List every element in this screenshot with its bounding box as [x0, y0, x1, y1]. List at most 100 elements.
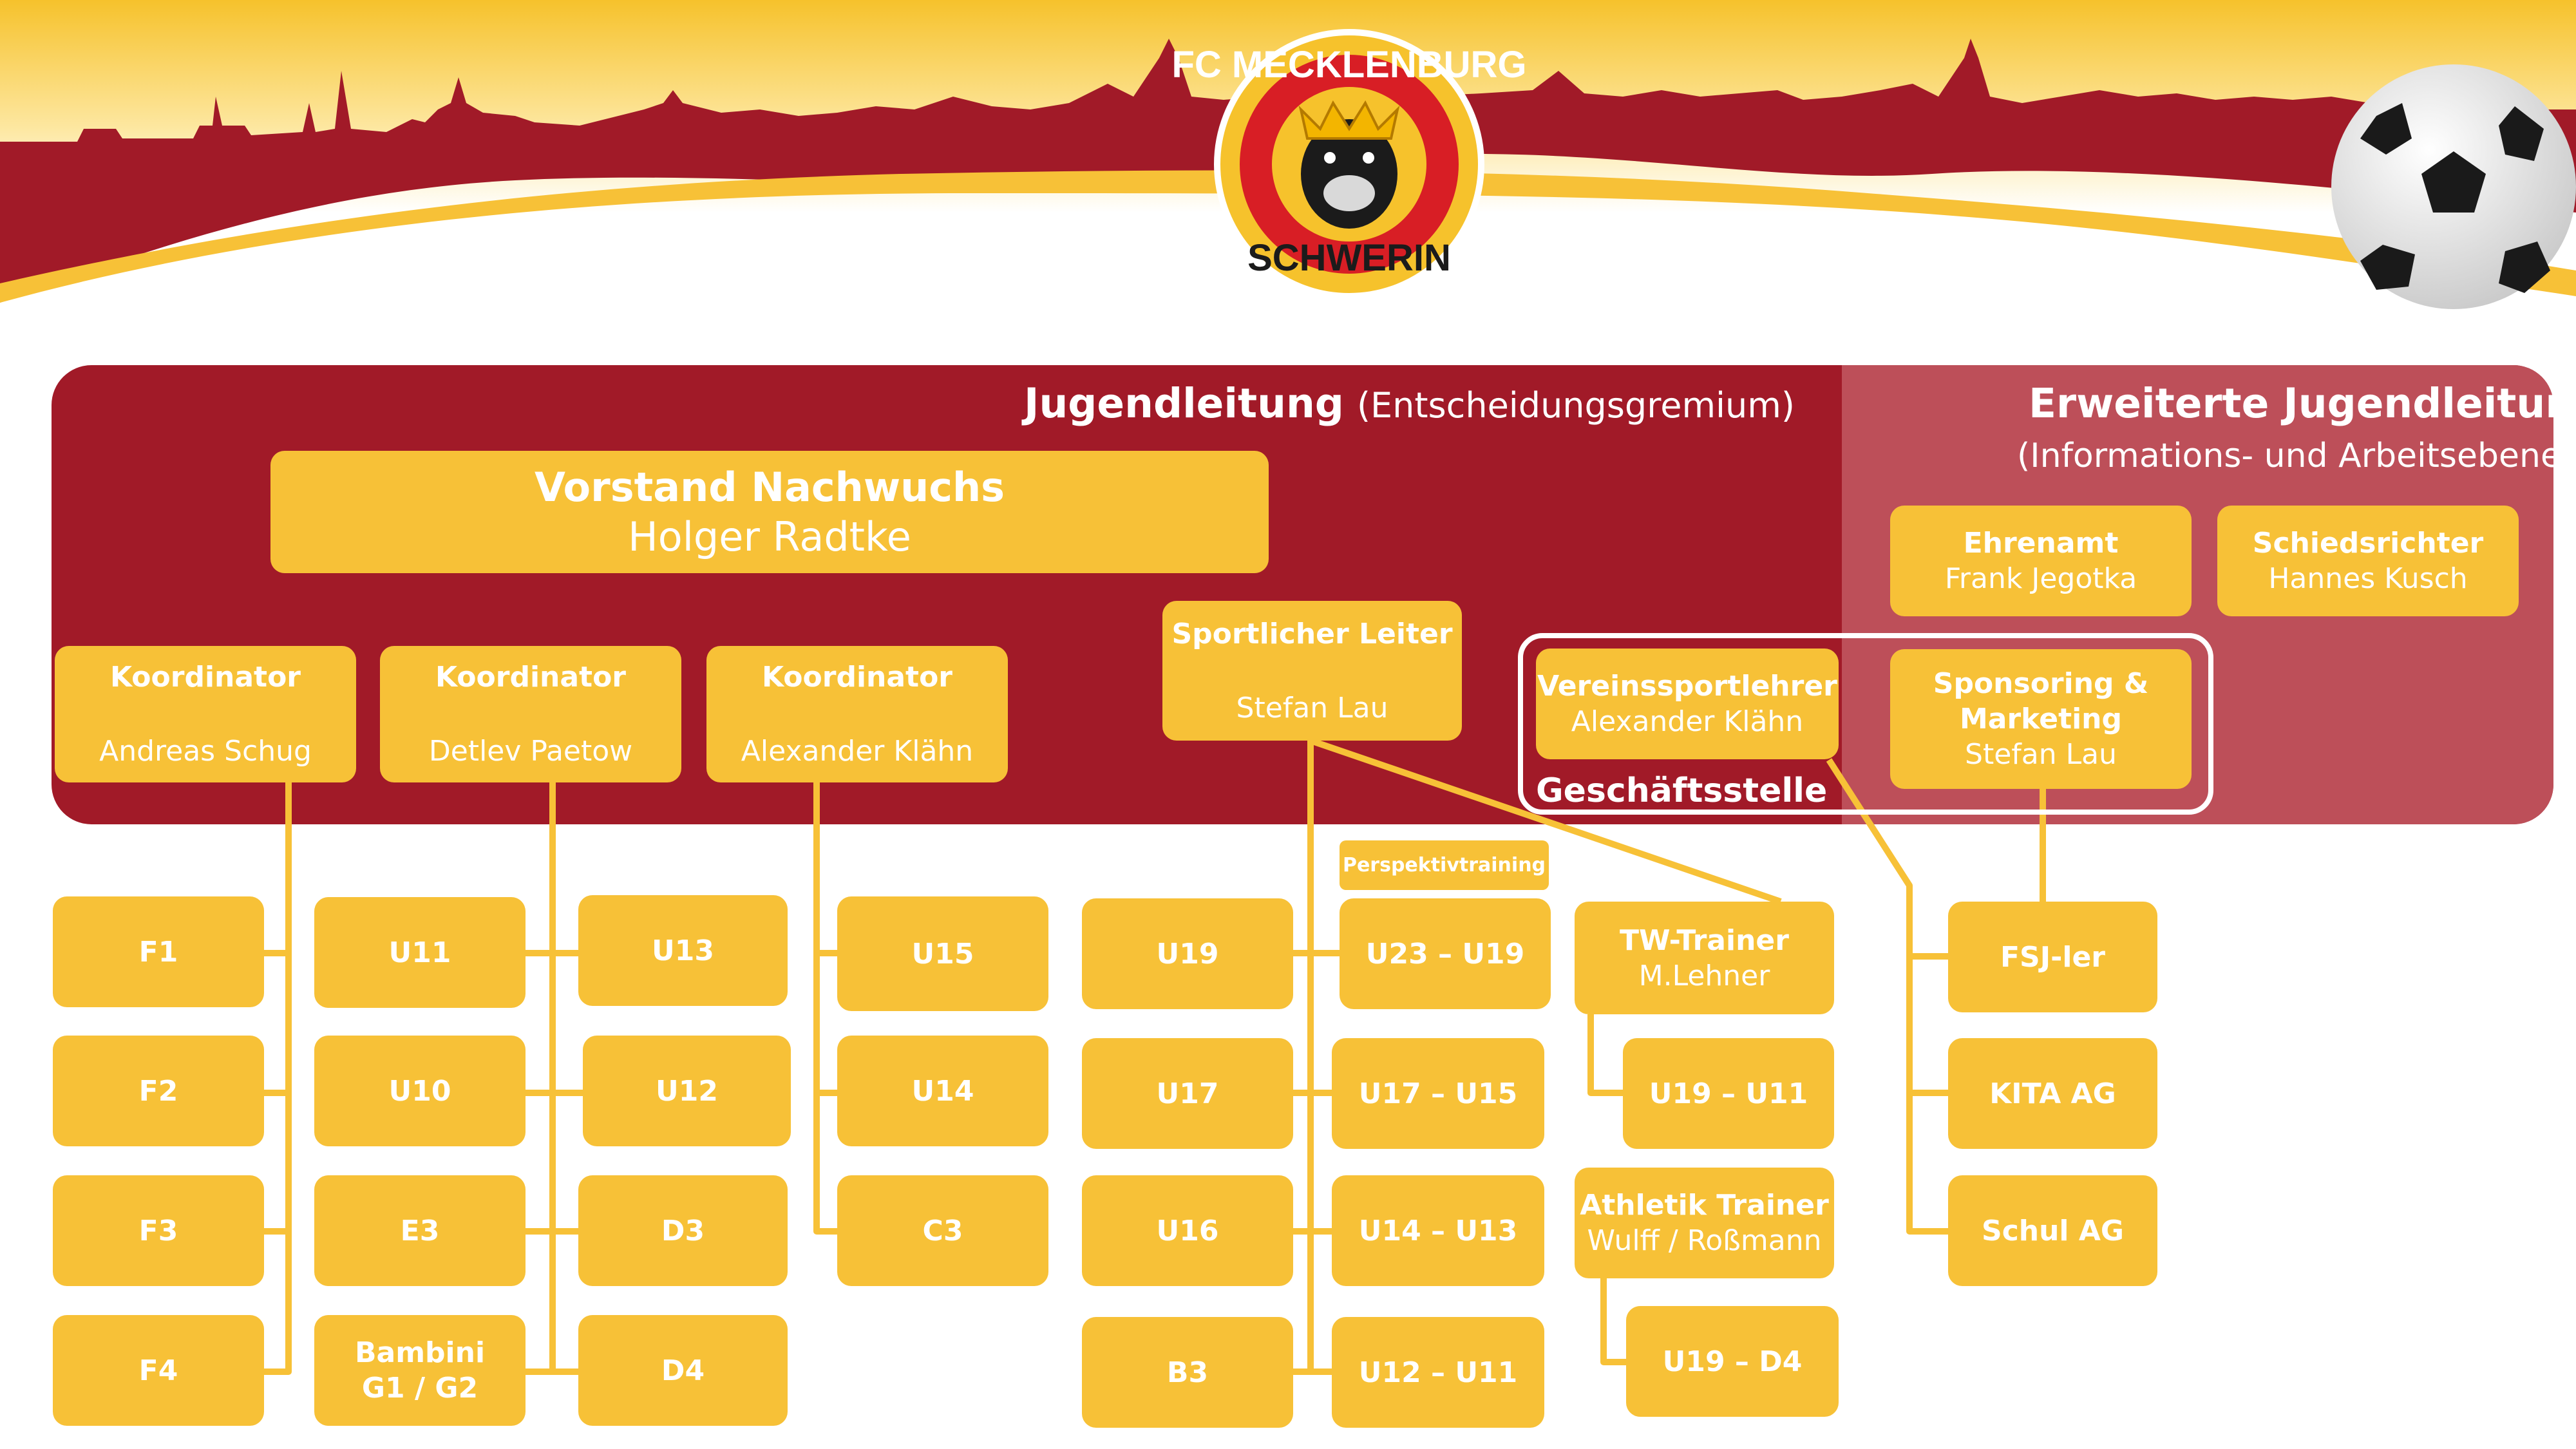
koordinator-name: Andreas Schug	[99, 735, 312, 768]
team-box: U19 – D4	[1626, 1306, 1839, 1417]
sponsoring-name: Stefan Lau	[1965, 738, 2117, 771]
team-label: C3	[922, 1214, 963, 1247]
team-label: D4	[661, 1354, 705, 1387]
team-label: U10	[388, 1074, 451, 1108]
team-label: U19 – D4	[1662, 1345, 1803, 1378]
team-box: U14 – U13	[1332, 1175, 1544, 1286]
logo-bottom-text: SCHWERIN	[1247, 237, 1451, 279]
athletik-trainer-name: Wulff / Roßmann	[1587, 1224, 1822, 1257]
team-label: U14	[911, 1074, 974, 1108]
team-label: G1 / G2	[361, 1372, 478, 1405]
team-label: U16	[1156, 1214, 1219, 1247]
ehrenamt-box: Ehrenamt Frank Jegotka	[1890, 506, 2192, 616]
yellow-swoosh	[0, 170, 2576, 303]
team-box: U13	[578, 895, 788, 1006]
team-label: FSJ-ler	[2000, 940, 2105, 974]
jugendleitung-subtitle: (Entscheidungsgremium)	[1356, 385, 1795, 426]
koordinator-box-1: Koordinator Andreas Schug	[55, 646, 356, 782]
sportlicher-leiter-title: Sportlicher Leiter	[1171, 617, 1453, 650]
team-label: U14 – U13	[1358, 1214, 1518, 1247]
koordinator-name: Detlev Paetow	[428, 735, 633, 768]
team-label: E3	[400, 1214, 440, 1247]
team-box-bambini: Bambini G1 / G2	[314, 1315, 526, 1426]
team-box: F2	[53, 1036, 264, 1146]
logo-top-text: FC MECKLENBURG	[1172, 44, 1527, 86]
koordinator-title: Koordinator	[435, 661, 627, 694]
koordinator-title: Koordinator	[761, 661, 953, 694]
team-label: F3	[138, 1214, 178, 1247]
soccer-ball-icon	[2331, 64, 2576, 309]
team-box: F1	[53, 896, 264, 1007]
sponsoring-title-2: Marketing	[1959, 703, 2123, 735]
vereinssportlehrer-name: Alexander Klähn	[1571, 705, 1804, 738]
team-label: U12	[656, 1074, 718, 1108]
vorstand-box: Vorstand Nachwuchs Holger Radtke	[270, 451, 1269, 573]
team-box: KITA AG	[1948, 1038, 2157, 1149]
sponsoring-box: Sponsoring & Marketing Stefan Lau	[1890, 649, 2192, 789]
team-label: U13	[652, 934, 714, 967]
team-box: B3	[1082, 1317, 1293, 1428]
header-banner: FC MECKLENBURG SCHWERIN	[0, 0, 2576, 309]
schiedsrichter-title: Schiedsrichter	[2252, 527, 2484, 560]
club-logo-icon	[1214, 29, 1484, 299]
team-label: F4	[138, 1354, 178, 1387]
koordinator-title: Koordinator	[109, 661, 301, 694]
team-box: E3	[314, 1175, 526, 1286]
team-box: U17 – U15	[1332, 1038, 1544, 1149]
vereinssportlehrer-box: Vereinssportlehrer Alexander Klähn	[1536, 649, 1839, 759]
tw-trainer-name: M.Lehner	[1638, 959, 1770, 992]
tw-trainer-title: TW-Trainer	[1620, 923, 1789, 957]
team-label: KITA AG	[1989, 1077, 2116, 1110]
team-label: U23 – U19	[1365, 937, 1525, 971]
vereinssportlehrer-title: Vereinssportlehrer	[1537, 670, 1837, 703]
team-box: U10	[314, 1036, 526, 1146]
athletik-trainer-title: Athletik Trainer	[1580, 1189, 1829, 1222]
team-box: U12	[583, 1036, 791, 1146]
team-label: U11	[388, 936, 451, 969]
team-label: U12 – U11	[1358, 1356, 1518, 1389]
team-label: B3	[1166, 1356, 1209, 1389]
team-label: Schul AG	[1982, 1214, 2124, 1247]
geschaeftsstelle-frame	[1518, 633, 2213, 815]
jugendleitung-title: Jugendleitung (Entscheidungsgremium)	[1024, 380, 1795, 427]
sponsoring-title: Sponsoring &	[1933, 667, 2149, 700]
sportlicher-leiter-name: Stefan Lau	[1236, 691, 1388, 724]
team-box: FSJ-ler	[1948, 902, 2157, 1012]
team-label: F2	[138, 1074, 178, 1108]
team-box: U19	[1082, 898, 1293, 1009]
team-box: D4	[578, 1315, 788, 1426]
team-box: U23 – U19	[1340, 898, 1551, 1009]
skyline-silhouette	[0, 39, 2576, 303]
team-box: F4	[53, 1315, 264, 1426]
koordinator-box-2: Koordinator Detlev Paetow	[380, 646, 681, 782]
team-label: Bambini	[354, 1336, 486, 1369]
team-label: U15	[911, 937, 974, 971]
team-box: D3	[578, 1175, 788, 1286]
ehrenamt-title: Ehrenamt	[1963, 527, 2119, 560]
vorstand-name: Holger Radtke	[628, 513, 911, 560]
jugendleitung-title-main: Jugendleitung	[1024, 380, 1344, 427]
team-label: F1	[138, 935, 178, 969]
team-label: D3	[661, 1214, 705, 1247]
schiedsrichter-box: Schiedsrichter Hannes Kusch	[2217, 506, 2519, 616]
team-label: U17	[1156, 1077, 1219, 1110]
team-box: U11	[314, 897, 526, 1008]
perspektivtraining-label: Perspektivtraining	[1340, 840, 1549, 890]
team-label: U19 – U11	[1649, 1077, 1808, 1110]
team-box: U15	[837, 896, 1048, 1011]
team-label: U19	[1156, 937, 1219, 971]
koordinator-name: Alexander Klähn	[741, 735, 974, 768]
team-box: U19 – U11	[1623, 1038, 1834, 1149]
vorstand-title: Vorstand Nachwuchs	[534, 463, 1005, 511]
erweiterte-title: Erweiterte Jugendleitung	[2029, 380, 2576, 427]
geschaeftsstelle-label: Geschäftsstelle	[1536, 772, 1828, 810]
schiedsrichter-name: Hannes Kusch	[2268, 562, 2468, 595]
team-box: F3	[53, 1175, 264, 1286]
team-box: U12 – U11	[1332, 1317, 1544, 1428]
erweiterte-subtitle: (Informations- und Arbeitsebene)	[2017, 437, 2575, 475]
team-box: U14	[837, 1036, 1048, 1146]
team-box: C3	[837, 1175, 1048, 1286]
tw-trainer-box: TW-Trainer M.Lehner	[1575, 902, 1834, 1014]
sportlicher-leiter-box: Sportlicher Leiter Stefan Lau	[1162, 601, 1462, 741]
athletik-trainer-box: Athletik Trainer Wulff / Roßmann	[1575, 1168, 1834, 1278]
